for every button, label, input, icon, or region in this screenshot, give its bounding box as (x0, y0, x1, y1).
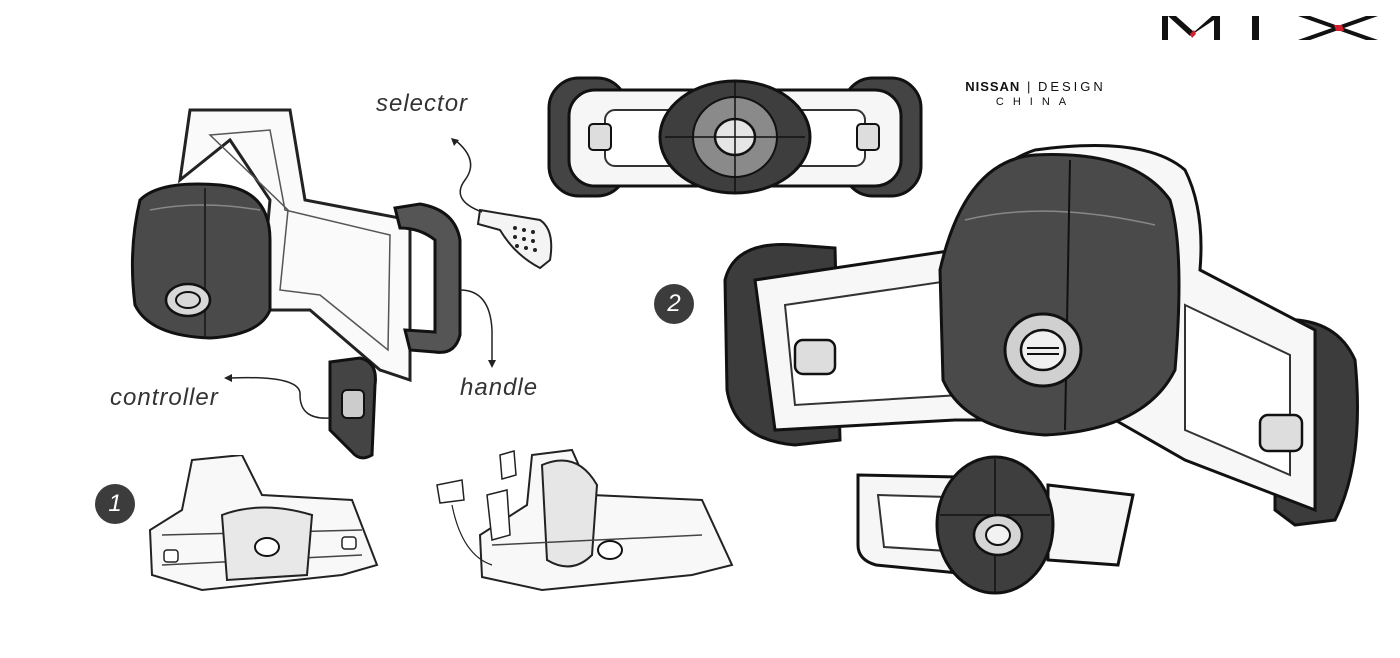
label-controller: controller (110, 384, 219, 411)
brand-word: DESIGN (1037, 79, 1106, 94)
brand-region: CHINA (995, 96, 1076, 108)
brand-block: NISSAN | DESIGN CHINA (948, 79, 1123, 108)
concept-exploded-sketch (436, 448, 734, 592)
brand-separator: | (1026, 79, 1032, 94)
main-wheel-sketch (723, 144, 1359, 527)
brand-name: NISSAN (965, 79, 1021, 94)
side-view-sketch (856, 455, 1135, 595)
badge-concept-1: 1 (95, 484, 135, 524)
label-selector: selector (376, 90, 469, 117)
badge-concept-2: 2 (654, 284, 694, 324)
top-view-sketch (547, 76, 923, 198)
concept-1-sketch (148, 455, 379, 592)
exploded-view-sketch (130, 108, 553, 460)
label-handle: handle (460, 374, 539, 401)
mix-logo (1162, 16, 1378, 40)
brand-line: NISSAN | DESIGN (948, 79, 1123, 94)
